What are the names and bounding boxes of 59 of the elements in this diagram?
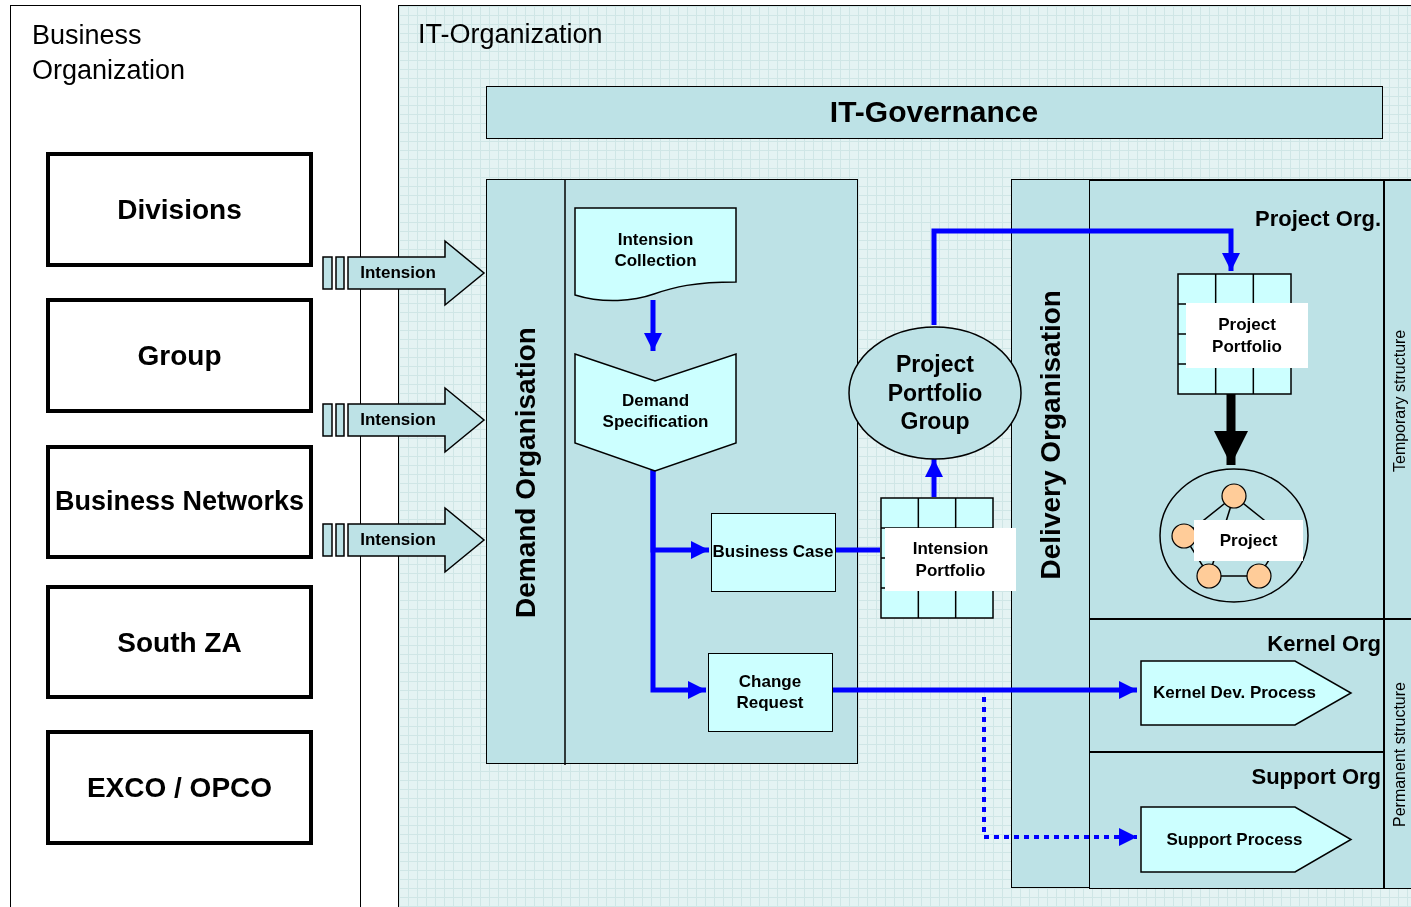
node-label: Intension [359, 262, 437, 285]
node-label: IT-Governance [828, 94, 1040, 131]
arrow [650, 470, 706, 699]
process-pentagon [1140, 806, 1352, 873]
arrow [931, 228, 1240, 325]
arrow [644, 300, 662, 351]
lane-title: Demand Organisation [509, 326, 542, 620]
connector-line [834, 547, 880, 553]
org-section [1089, 180, 1384, 619]
node-label: Demand Specification [601, 389, 710, 433]
unit-box [46, 152, 313, 267]
node-label: Change Request [735, 670, 805, 714]
node-label: Intension Collection [613, 228, 698, 272]
portfolio-grid [881, 498, 1016, 618]
process-pentagon [1140, 660, 1352, 726]
section-title: Support Org [1251, 763, 1381, 791]
organisation-lane [486, 179, 858, 764]
panel-title: IT-Organization [418, 18, 603, 51]
node-label: Divisions [116, 193, 243, 227]
unit-box [46, 730, 313, 845]
panel-title: Business Organization [32, 19, 187, 88]
block-arrow [322, 240, 485, 306]
node-label: Project [1218, 529, 1279, 552]
node-label: Group [136, 339, 223, 373]
governance-bar [486, 86, 1383, 139]
node-label: Kernel Dev. Process [1151, 682, 1318, 705]
node-label: Support Process [1165, 828, 1304, 851]
block-arrow [322, 507, 485, 573]
process-box [708, 653, 833, 732]
node-label: Project Portfolio Group [886, 349, 984, 437]
node-label: South ZA [116, 625, 243, 660]
org-section [1089, 752, 1384, 889]
arrow [831, 681, 1137, 699]
chevron-shape [574, 353, 737, 472]
unit-box [46, 445, 313, 559]
section-title: Kernel Org [1267, 630, 1381, 658]
group-ellipse [848, 326, 1022, 460]
node-label: EXCO / OPCO [85, 771, 274, 805]
node-label: Business Networks [53, 485, 306, 519]
node-label: Intension Portfolio [911, 538, 990, 582]
lane-title: Delivery Organisation [1034, 289, 1067, 582]
portfolio-grid [1178, 274, 1308, 394]
node-label: Intension [359, 529, 437, 552]
process-box [711, 513, 836, 592]
band-label: Permanent structure [1390, 681, 1409, 830]
section-title: Project Org. [1255, 205, 1381, 233]
org-section [1089, 619, 1384, 752]
block-arrow [322, 387, 485, 453]
organisation-lane [1011, 179, 1411, 888]
unit-box [46, 585, 313, 699]
node-label: Business Case [712, 541, 834, 564]
node-label: Intension [359, 409, 437, 432]
node-label: Project Portfolio [1211, 314, 1283, 358]
arrow [925, 459, 943, 497]
project-network [1159, 468, 1309, 603]
unit-box [46, 298, 313, 413]
organization-panel [10, 5, 361, 907]
document-shape [574, 207, 737, 302]
band-label: Temporary structure [1390, 328, 1409, 474]
